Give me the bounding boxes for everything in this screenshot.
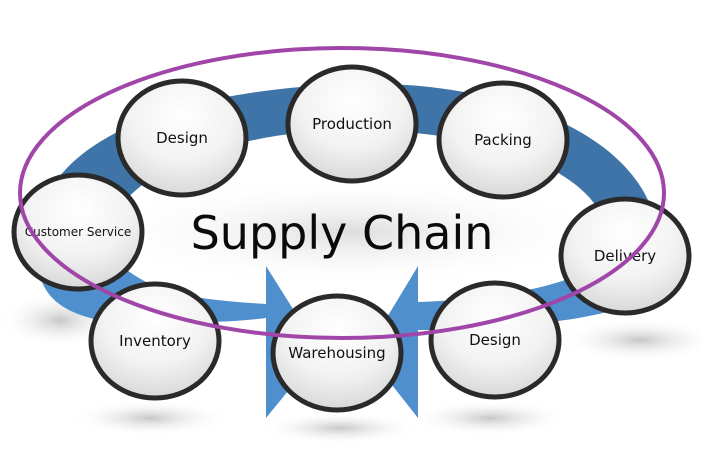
shadow-design-bottom (410, 400, 570, 436)
node-delivery: Delivery (558, 196, 692, 316)
shadow-delivery (560, 318, 702, 362)
node-circle (285, 64, 419, 184)
node-circle (115, 78, 249, 198)
right-flow-arrow (366, 264, 650, 418)
shadows (0, 177, 702, 444)
node-label: Warehousing (288, 344, 385, 362)
node-label: Production (312, 115, 392, 133)
diagram-title: Supply Chain (191, 206, 494, 260)
node-customer-service: Customer Service (11, 172, 145, 292)
node-circle (11, 172, 145, 292)
node-label: Customer Service (25, 225, 131, 239)
shadow-inventory (70, 400, 230, 436)
shadow-warehousing (260, 412, 420, 444)
node-design-top: Design (115, 78, 249, 198)
node-circle (436, 80, 570, 200)
node-label: Packing (474, 131, 532, 149)
node-label: Inventory (119, 332, 191, 350)
node-label: Delivery (594, 247, 656, 265)
node-circle (88, 281, 222, 401)
node-inventory: Inventory (88, 281, 222, 401)
outer-ring (18, 46, 666, 340)
node-label: Design (156, 129, 208, 147)
node-production: Production (285, 64, 419, 184)
node-label: Design (469, 331, 521, 349)
node-packing: Packing (436, 80, 570, 200)
title-glow (90, 177, 610, 287)
node-design-bottom: Design (428, 280, 562, 400)
node-circle (270, 293, 404, 413)
node-warehousing: Warehousing (270, 293, 404, 413)
